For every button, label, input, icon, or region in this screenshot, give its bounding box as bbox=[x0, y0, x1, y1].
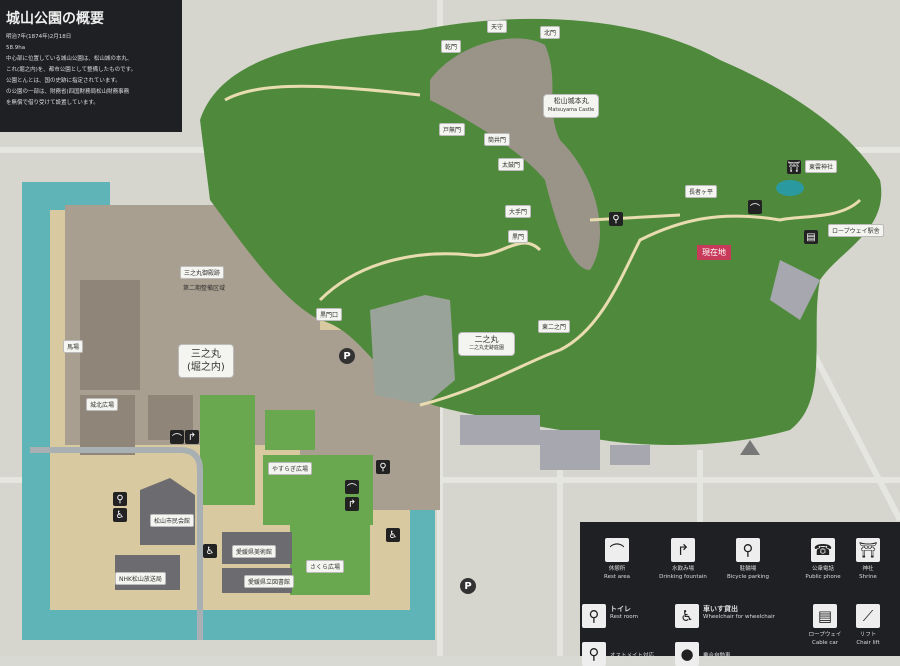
ropeway-icon: ▤ bbox=[804, 230, 818, 244]
label-kitamon: 北門 bbox=[540, 26, 561, 39]
label-chojagadan: 長者ヶ平 bbox=[685, 185, 718, 198]
label-baba: 馬場 bbox=[63, 340, 84, 353]
label-tsutsui: 筒井門 bbox=[484, 133, 511, 146]
public-phone-icon: ☎ bbox=[811, 538, 835, 562]
toilet-icon: ⚲ bbox=[609, 212, 623, 226]
label-bijutsukan: 愛媛県美術館 bbox=[232, 545, 277, 558]
label-ropeway-station: ロープウェイ駅舎 bbox=[828, 224, 884, 237]
overview-line: 公園とんとは、国の史跡に指定されています。 bbox=[6, 78, 121, 84]
wheelchair-icon: ♿ bbox=[675, 604, 699, 628]
chair-lift-icon: ⟋ bbox=[856, 604, 880, 628]
label-sannomaru: 三之丸(堀之内) bbox=[178, 344, 234, 378]
drinking-fountain-icon: ↱ bbox=[671, 538, 695, 562]
parking-icon: P bbox=[460, 578, 476, 594]
overview-line: 中心部に位置している城山公園は、松山城の本丸、 bbox=[6, 56, 133, 62]
rest-area-icon: ⌒ bbox=[345, 480, 359, 495]
label-yasuragi: やすらぎ広場 bbox=[268, 462, 313, 475]
label-higashi-ninomon: 東二之門 bbox=[538, 320, 571, 333]
rest-area-icon: ⌒ bbox=[170, 430, 184, 445]
wheelchair-icon: ♿ bbox=[203, 544, 217, 558]
honmaru-area bbox=[430, 38, 600, 270]
ostomate-icon: ⚲ bbox=[582, 642, 606, 666]
person-icon: ● bbox=[675, 642, 699, 666]
label-sannomaru-goten: 三之丸御殿跡 bbox=[180, 266, 225, 279]
overview-area: 58.9ha bbox=[6, 45, 26, 51]
label-kuromon: 黒門 bbox=[508, 230, 529, 243]
castle-hill-forest bbox=[200, 18, 882, 445]
rest-area-icon: ⌒ bbox=[748, 200, 762, 215]
you-are-here-marker: 現在地 bbox=[697, 245, 731, 260]
label-dainiki: 第二期整備区域 bbox=[183, 285, 226, 292]
wheelchair-icon: ♿ bbox=[113, 508, 127, 522]
label-inui: 乾門 bbox=[441, 40, 462, 53]
label-tonashi: 戸無門 bbox=[439, 123, 466, 136]
park-overview-panel: 城山公園の概要 明治7年(1874年)2月18日 58.9ha 中心部に位置して… bbox=[0, 0, 182, 132]
overview-date: 明治7年(1874年)2月18日 bbox=[6, 34, 72, 40]
drinking-fountain-icon: ↱ bbox=[345, 497, 359, 511]
bicycle-icon: ⚲ bbox=[736, 538, 760, 562]
label-ote: 大手門 bbox=[505, 205, 532, 218]
label-toshokan: 愛媛県立図書館 bbox=[244, 575, 295, 588]
label-shinonome: 東雲神社 bbox=[805, 160, 838, 173]
ropeway-icon: ▤ bbox=[813, 604, 837, 628]
label-tenshu: 天守 bbox=[487, 20, 508, 33]
label-kuromon-guchi: 黒門口 bbox=[316, 308, 343, 321]
overview-line: の公園の一部は、財務省(四国財務局松山財務事務 bbox=[6, 89, 130, 95]
overview-line: を無償で借り受けて設置しています。 bbox=[6, 100, 99, 106]
legend-person: ●乗合自動車 bbox=[675, 642, 785, 666]
toilet-icon: ⚲ bbox=[113, 492, 127, 506]
rest-area-icon: ⌒ bbox=[605, 538, 629, 562]
label-sakura: さくら広場 bbox=[306, 560, 345, 573]
label-shiminkaikan: 松山市民会館 bbox=[150, 514, 195, 527]
bicycle-parking-icon: ⚲ bbox=[376, 460, 390, 474]
overview-title: 城山公園の概要 bbox=[6, 11, 104, 27]
wheelchair-icon: ♿ bbox=[386, 528, 400, 542]
label-taiko: 太鼓門 bbox=[498, 158, 525, 171]
shrine-icon: ⛩ bbox=[856, 538, 880, 562]
toilet-icon: ⚲ bbox=[582, 604, 606, 628]
shrine-icon: ⛩ bbox=[787, 160, 801, 174]
ninomaru-garden bbox=[370, 295, 455, 405]
drinking-fountain-icon: ↱ bbox=[185, 430, 199, 444]
parking-icon: P bbox=[339, 348, 355, 364]
label-nhk: NHK松山放送局 bbox=[115, 572, 166, 585]
overview-line: これ(堀之内)を、都市公園として整備したものです。 bbox=[6, 67, 137, 73]
label-ninomaru: 二之丸二之丸史跡庭園 bbox=[458, 332, 516, 356]
label-jouhoku: 城北広場 bbox=[86, 398, 119, 411]
lawn bbox=[200, 395, 255, 505]
